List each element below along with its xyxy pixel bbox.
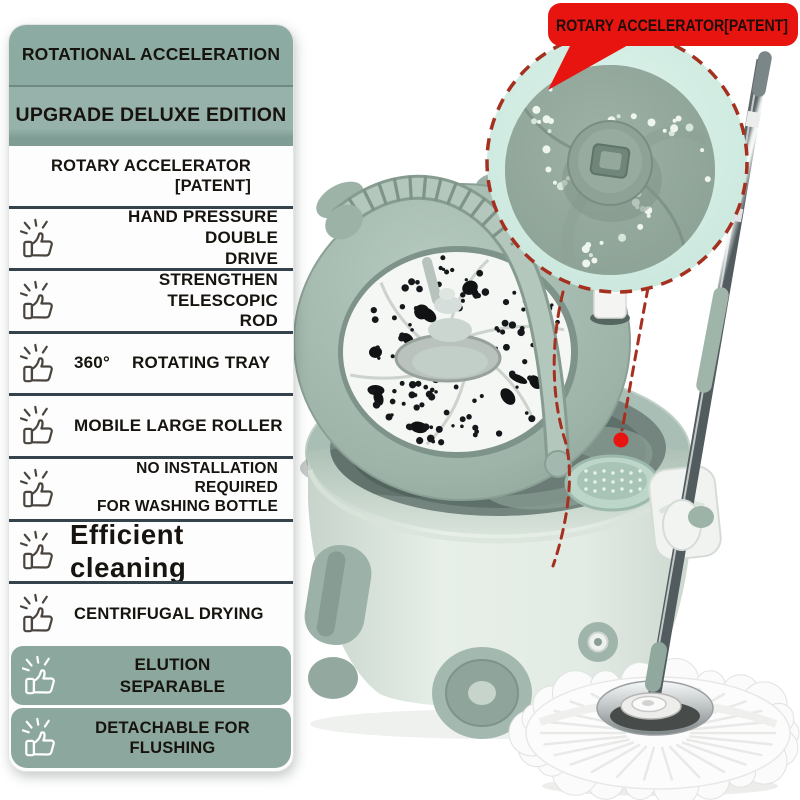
thumbs-up-icon xyxy=(18,218,64,260)
thumbs-up-icon xyxy=(18,468,64,510)
spin-disc-rings xyxy=(620,692,682,720)
thumbs-up-icon xyxy=(18,405,64,447)
feature-panel: ROTATIONAL ACCELERATION UPGRADE DELUXE E… xyxy=(8,24,294,772)
mop-head xyxy=(508,658,800,800)
feature-item-rotary-accelerator-patent: ROTARY ACCELERATOR [PATENT] xyxy=(9,146,293,206)
feature-label: UPGRADE DELUXE EDITION xyxy=(15,104,287,127)
feature-item-hand-pressure-double-drive: HAND PRESSURE DOUBLE DRIVE xyxy=(9,205,293,269)
feature-item-strengthen-telescopic-rod: STRENGTHEN TELESCOPIC ROD xyxy=(9,268,293,331)
feature-item-centrifugal-drying: CENTRIFUGAL DRYING xyxy=(9,581,293,644)
patent-callout-badge: ROTARY ACCELERATOR[PATENT] xyxy=(548,3,798,90)
zoom-inset-circle xyxy=(485,30,749,294)
feature-item-rotational-acceleration: ROTATIONAL ACCELERATION xyxy=(9,25,293,87)
bucket-body xyxy=(304,247,722,739)
rear-roller-wheel xyxy=(304,544,372,699)
basket-handle xyxy=(325,174,572,478)
pole-grip xyxy=(696,287,729,393)
feature-item-upgrade-deluxe-edition: UPGRADE DELUXE EDITION xyxy=(9,86,293,147)
feature-label: ROTATIONAL ACCELERATION xyxy=(21,44,281,65)
thumbs-up-icon xyxy=(18,280,64,322)
pole-top-cap xyxy=(752,51,772,97)
feature-label: STRENGTHEN TELESCOPIC ROD xyxy=(158,270,278,331)
front-wheel xyxy=(432,647,532,739)
feature-item-detachable-for-flushing: DETACHABLE FOR FLUSHING xyxy=(11,708,291,768)
callout-red-dot xyxy=(613,432,629,448)
thumbs-up-icon xyxy=(18,593,64,635)
pole-collar xyxy=(645,642,667,692)
feature-label: ELUTION SEPARABLE xyxy=(119,655,226,696)
thumbs-up-icon xyxy=(20,717,66,759)
feature-item-360-rotating-tray: 360°ROTATING TRAY xyxy=(9,330,293,394)
feature-label: CENTRIFUGAL DRYING xyxy=(74,604,264,623)
washboard-tray xyxy=(564,454,660,512)
feature-item-efficient-cleaning: Efficient cleaning xyxy=(9,518,293,584)
feature-label: Efficient cleaning xyxy=(70,518,187,584)
feature-label: NO INSTALLATION REQUIRED FOR WASHING BOT… xyxy=(97,460,278,516)
feature-item-mobile-large-roller: MOBILE LARGE ROLLER xyxy=(9,393,293,457)
side-wheel xyxy=(578,622,618,662)
feature-item-elution-separable: ELUTION SEPARABLE xyxy=(11,645,291,706)
feature-label: HAND PRESSURE DOUBLE DRIVE xyxy=(128,207,278,268)
feature-item-no-installation-washing-bottle: NO INSTALLATION REQUIRED FOR WASHING BOT… xyxy=(9,456,293,519)
feature-label: ROTARY ACCELERATOR [PATENT] xyxy=(50,156,252,195)
thumbs-up-icon xyxy=(20,655,66,697)
feature-label: DETACHABLE FOR FLUSHING xyxy=(95,719,250,758)
feature-label: MOBILE LARGE ROLLER xyxy=(74,415,283,435)
callout-connectors xyxy=(551,286,650,568)
basket-spindle xyxy=(394,257,502,383)
thumbs-up-icon xyxy=(18,343,64,385)
thumbs-up-icon xyxy=(18,530,64,572)
badge-label: ROTARY ACCELERATOR[PATENT] xyxy=(556,17,788,35)
feature-label: 360°ROTATING TRAY xyxy=(74,353,271,373)
